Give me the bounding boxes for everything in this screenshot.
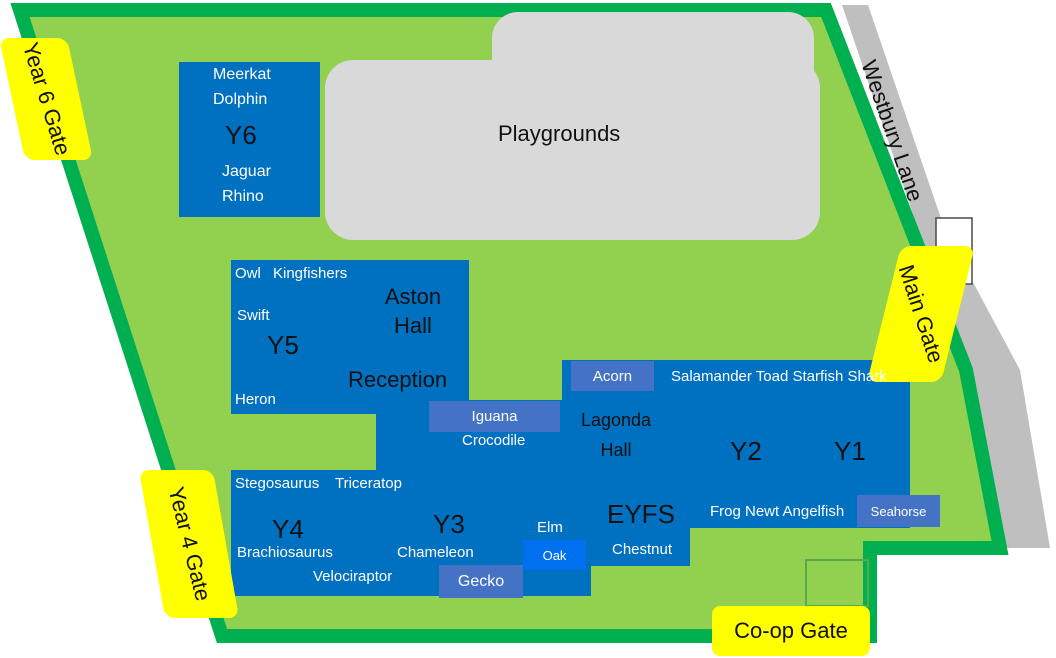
co-op-gate-label: Co-op Gate — [734, 618, 848, 643]
y4-label: Y4 — [272, 514, 304, 544]
y1-label: Y1 — [834, 436, 866, 466]
y5-building — [231, 260, 469, 414]
class-crocodile: Crocodile — [462, 432, 526, 449]
class-acorn: Acorn — [571, 361, 654, 391]
lagonda-hall-label: Lagonda Hall — [580, 410, 652, 460]
eyfs-label: EYFS — [607, 499, 675, 529]
class-brachiosaurus: Brachiosaurus — [237, 544, 333, 561]
ks1-classes-top: Salamander Toad Starfish Shark — [671, 368, 887, 385]
class-heron: Heron — [235, 391, 276, 408]
class-oak: Oak — [523, 540, 586, 570]
class-gecko-label: Gecko — [457, 572, 505, 590]
eyfs-building — [586, 470, 690, 566]
y3-label: Y3 — [433, 509, 465, 539]
class-iguana: Iguana — [429, 401, 560, 432]
year-6-gate: Year 6 Gate — [0, 38, 93, 160]
class-seahorse: Seahorse — [857, 495, 940, 527]
aston-hall-label: Aston Hall — [384, 284, 442, 338]
year-4-gate: Year 4 Gate — [138, 470, 240, 618]
class-acorn-label: Acorn — [592, 367, 633, 385]
class-oak-label: Oak — [542, 547, 567, 563]
class-swift: Swift — [237, 307, 270, 324]
y6-building — [179, 62, 320, 217]
class-stegosaurus: Stegosaurus — [235, 475, 320, 492]
y2-label: Y2 — [730, 436, 762, 466]
class-gecko: Gecko — [439, 565, 523, 598]
class-dolphin: Dolphin — [213, 91, 268, 108]
class-meerkat: Meerkat — [213, 66, 271, 83]
co-op-gate: Co-op Gate — [712, 606, 870, 656]
class-rhino: Rhino — [222, 188, 264, 205]
main-gate: Main Gate — [867, 246, 975, 382]
ks1-classes-bottom: Frog Newt Angelfish — [710, 503, 845, 520]
class-elm: Elm — [537, 519, 563, 536]
y4-y3-building — [231, 470, 591, 596]
class-owl: Owl — [235, 265, 261, 282]
class-chameleon: Chameleon — [397, 544, 474, 561]
class-jaguar: Jaguar — [222, 163, 271, 180]
playground-main — [325, 60, 820, 240]
playgrounds-label: Playgrounds — [498, 121, 621, 146]
class-iguana-label: Iguana — [471, 408, 518, 425]
class-velociraptor: Velociraptor — [313, 568, 393, 585]
class-kingfishers: Kingfishers — [273, 265, 348, 282]
y6-label: Y6 — [225, 120, 257, 150]
class-seahorse-label: Seahorse — [870, 503, 927, 519]
class-chestnut: Chestnut — [612, 541, 673, 558]
y5-label: Y5 — [267, 330, 299, 360]
class-triceratop: Triceratop — [335, 475, 402, 492]
reception-label: Reception — [348, 367, 448, 392]
